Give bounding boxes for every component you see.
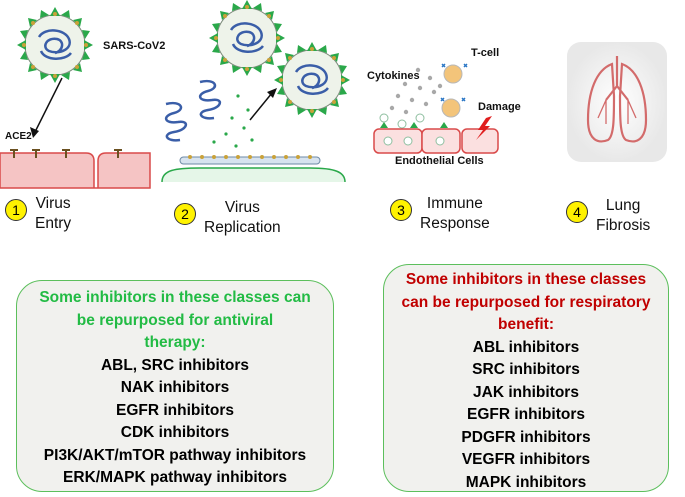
lung-background (567, 42, 667, 162)
virus-entry-illustration (0, 5, 151, 189)
inhibitor-item: CDK inhibitors (120, 424, 230, 441)
t-cell-icon (441, 98, 461, 118)
cytokines-label: Cytokines (367, 70, 420, 82)
inhibitor-item: PI3K/AKT/mTOR pathway inhibitors (43, 446, 307, 464)
endothelial-cell-icon (461, 128, 499, 154)
inhibitor-item: ERK/MAPK pathway inhibitors (63, 469, 287, 486)
ace2-receptor-icon (10, 149, 122, 158)
rna-strand-icon (164, 101, 188, 142)
respiratory-heading-line-3: benefit: (498, 316, 554, 333)
antiviral-heading-line-1: Some inhibitors in these classes can (39, 289, 311, 306)
virus-replication-illustration (161, 0, 352, 183)
antiviral-heading-line-2: be repurposed for antiviral (76, 311, 274, 329)
lung-fibrosis-illustration (567, 42, 667, 162)
step-number-badge: 1 (5, 199, 27, 221)
cell-membrane-icon (0, 152, 151, 189)
virus-particle-icon (15, 5, 95, 85)
inhibitor-item: EGFR inhibitors (116, 401, 234, 419)
step-title: Lung (605, 197, 641, 214)
t-cell-icon (443, 64, 463, 84)
lungs-icon (586, 56, 648, 143)
receptor-label: ACE2 (5, 131, 32, 142)
immune-response-illustration (373, 63, 499, 154)
viral-particles-icon (212, 94, 254, 148)
inhibitor-item: PDGFR inhibitors (461, 428, 591, 446)
step-title: Virus (224, 199, 260, 216)
inhibitor-item: ABL inhibitors (472, 338, 580, 356)
inhibitor-item: VEGFR inhibitors (461, 451, 591, 468)
step-number-badge: 2 (174, 203, 196, 225)
step-subtitle: Response (420, 215, 490, 232)
antiviral-inhibitors-box: Some inhibitors in these classes can be … (16, 280, 334, 492)
entry-arrow-icon (34, 77, 63, 133)
cell-body-icon (161, 167, 346, 183)
endothelial-cell-icon (373, 128, 423, 154)
inhibitor-item: SRC inhibitors (472, 361, 580, 378)
release-arrow-icon (249, 92, 273, 121)
step-number-badge: 4 (566, 201, 588, 223)
t-cell-label: T-cell (471, 47, 500, 59)
antiviral-heading-line-3: therapy: (144, 334, 206, 351)
rna-strand-icon (198, 79, 222, 120)
step-number-badge: 3 (390, 199, 412, 221)
inhibitor-item: JAK inhibitors (473, 383, 579, 401)
step-title: Virus (35, 195, 71, 212)
step-subtitle: Entry (35, 215, 72, 232)
virus-label: SARS-CoV2 (103, 40, 166, 52)
virus-particle-icon (207, 0, 287, 78)
step-subtitle: Replication (204, 219, 281, 236)
damage-bolt-icon (476, 116, 492, 140)
step-subtitle: Fibrosis (596, 217, 651, 234)
damage-label: Damage (478, 101, 521, 113)
cytokine-dots-icon (389, 67, 443, 115)
inhibitor-item: ABL, SRC inhibitors (100, 356, 250, 374)
inhibitor-item: MAPK inhibitors (465, 473, 587, 491)
respiratory-inhibitors-box: Some inhibitors in these classes can be … (383, 264, 669, 492)
endothelial-cells-label: Endothelial Cells (395, 155, 484, 167)
inhibitor-item: NAK inhibitors (120, 379, 230, 396)
respiratory-heading-line-1: Some inhibitors in these classes (405, 271, 647, 288)
respiratory-heading-line-2: can be repurposed for respiratory (401, 293, 651, 311)
step-title: Immune (426, 195, 483, 212)
inhibitor-item: EGFR inhibitors (467, 406, 585, 423)
virus-particle-icon (272, 40, 352, 120)
